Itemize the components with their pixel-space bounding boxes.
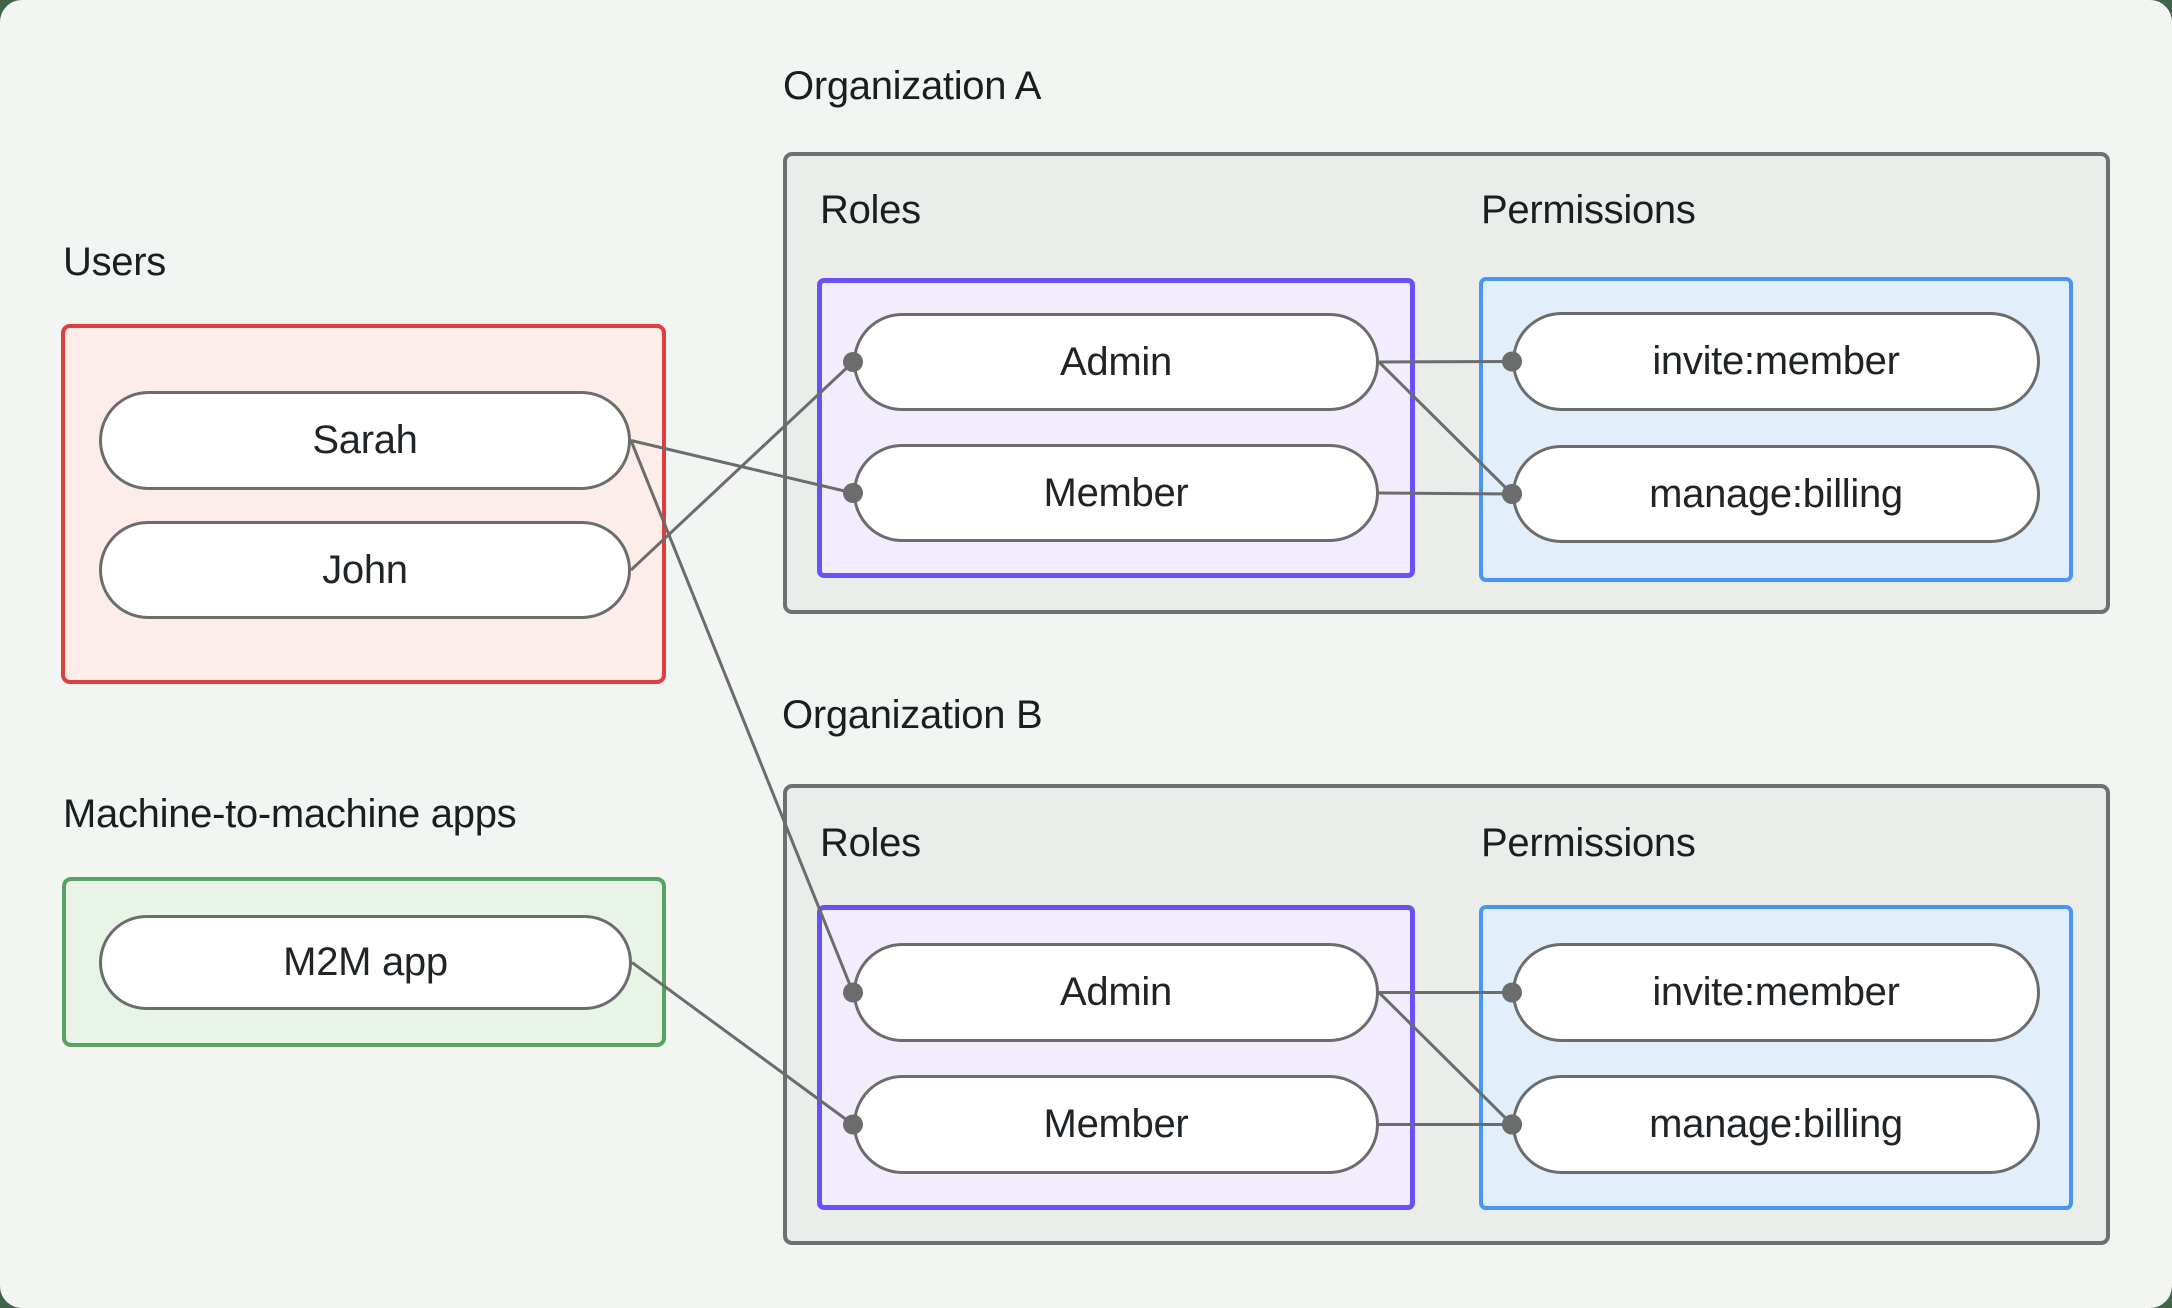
role-node-label: Admin [1060,970,1172,1014]
org-b-permission-manage-billing: manage:billing [1512,1075,2040,1174]
m2m-heading: Machine-to-machine apps [63,792,517,836]
user-node-sarah: Sarah [99,391,631,490]
user-node-label: John [322,547,408,592]
org-b-role-member: Member [853,1075,1379,1174]
org-a-role-admin: Admin [853,313,1379,411]
role-node-label: Member [1043,470,1189,515]
org-a-roles-heading: Roles [820,188,921,232]
m2m-app-node: M2M app [99,915,632,1010]
org-b-permissions-heading: Permissions [1481,821,1696,865]
org-b-title: Organization B [782,693,1043,737]
users-heading: Users [63,240,166,284]
org-a-permission-invite-member: invite:member [1512,312,2040,411]
user-node-label: Sarah [312,418,418,462]
org-a-role-member: Member [853,444,1379,542]
role-node-label: Admin [1060,339,1172,384]
user-node-john: John [99,521,631,619]
org-b-permission-invite-member: invite:member [1512,943,2040,1042]
org-a-permissions-heading: Permissions [1481,188,1696,232]
m2m-app-node-label: M2M app [283,940,448,984]
users-group-box [61,324,666,684]
permission-node-label: manage:billing [1649,1102,1903,1146]
permission-node-label: invite:member [1652,339,1900,383]
org-b-role-admin: Admin [853,943,1379,1042]
role-node-label: Member [1043,1102,1189,1146]
permission-node-label: invite:member [1652,970,1900,1014]
org-a-title: Organization A [783,64,1042,108]
permission-node-label: manage:billing [1649,471,1903,516]
org-b-roles-heading: Roles [820,821,921,865]
org-a-permission-manage-billing: manage:billing [1512,445,2040,543]
